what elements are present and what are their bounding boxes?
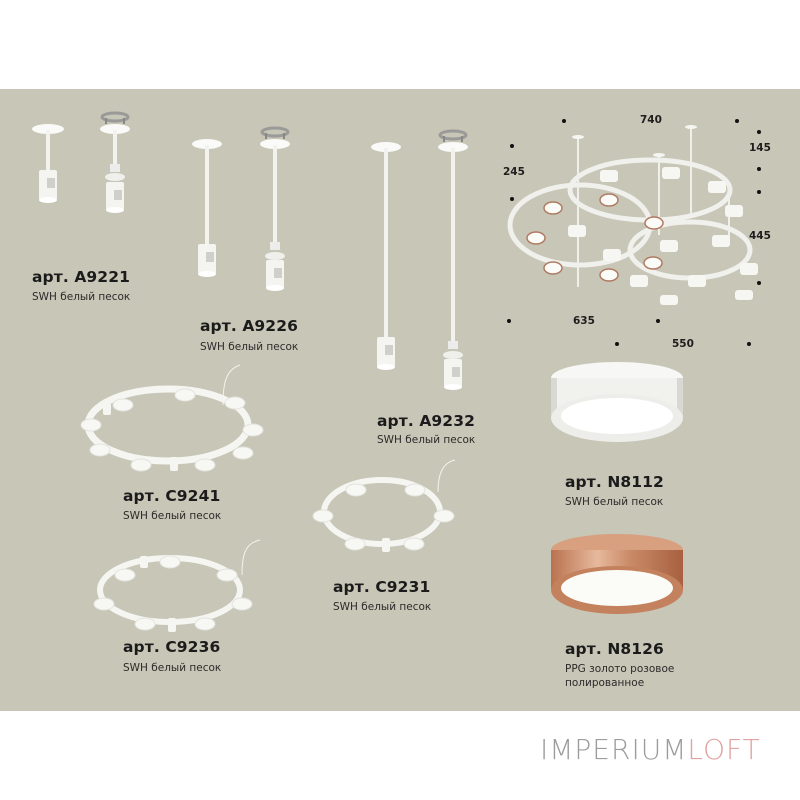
dimension-dot	[757, 281, 761, 285]
dimension-dot	[757, 190, 761, 194]
product-article: арт. C9241	[123, 487, 221, 505]
pendant-a9226-image	[192, 126, 290, 291]
dimension-dot	[735, 119, 739, 123]
dimension-dot	[562, 119, 566, 123]
product-finish: SWH белый песок	[565, 496, 664, 508]
chandelier-assembly-image	[507, 125, 758, 305]
product-finish: SWH белый песок	[123, 662, 222, 674]
dimension-dot	[757, 130, 761, 134]
ring-c9231-image	[312, 459, 456, 552]
dimension-dot	[757, 167, 761, 171]
product-article: арт. A9226	[200, 317, 298, 335]
dimension-label: 635	[573, 315, 595, 327]
product-finish: SWH белый песок	[123, 510, 222, 522]
brand-logo-part1: IMPERIUM	[540, 733, 688, 766]
pendant-a9232-image	[371, 129, 468, 390]
surface-lamp-n8112-image	[551, 362, 683, 442]
product-article: арт. N8126	[565, 640, 664, 658]
dimension-label: 445	[749, 230, 771, 242]
surface-lamp-n8126-image	[551, 534, 683, 614]
dimension-label: 550	[672, 338, 694, 350]
dimension-dot	[510, 197, 514, 201]
dimension-label: 245	[503, 166, 525, 178]
product-article: арт. C9231	[333, 578, 431, 596]
brand-logo: IMPERIUMLOFT	[540, 733, 761, 766]
product-finish: полированное	[565, 677, 645, 689]
dimension-dot	[747, 342, 751, 346]
product-article: арт. A9221	[32, 268, 130, 286]
product-article: арт. A9232	[377, 412, 475, 430]
dimension-dot	[510, 144, 514, 148]
product-finish: PPG золото розовое	[565, 663, 675, 675]
dimension-dot	[615, 342, 619, 346]
dimension-label: 740	[640, 114, 662, 126]
ring-c9241-image	[80, 364, 264, 472]
pendant-a9221-image	[32, 111, 130, 213]
product-finish: SWH белый песок	[200, 341, 299, 353]
dimension-dot	[507, 319, 511, 323]
ring-c9236-image	[93, 539, 261, 632]
product-article: арт. N8112	[565, 473, 664, 491]
brand-logo-part2: LOFT	[687, 733, 761, 766]
product-article: арт. C9236	[123, 638, 221, 656]
product-finish: SWH белый песок	[377, 434, 476, 446]
dimension-label: 145	[749, 142, 771, 154]
product-finish: SWH белый песок	[333, 601, 432, 613]
dimension-dot	[656, 319, 660, 323]
product-finish: SWH белый песок	[32, 291, 131, 303]
